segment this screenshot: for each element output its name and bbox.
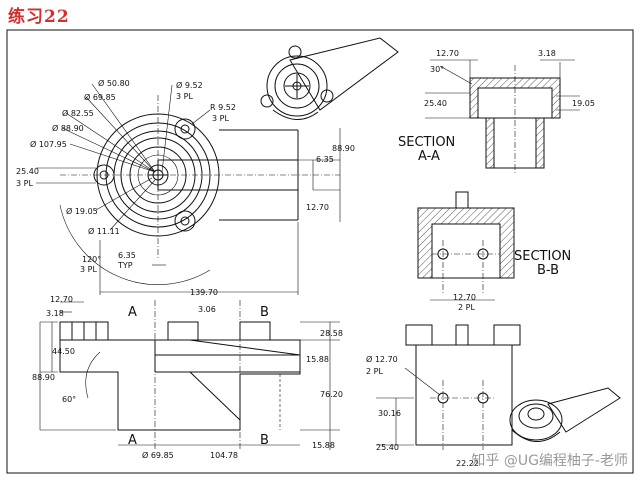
dim-r88-90: 88.90 [332, 144, 355, 153]
section-bb-label2: B-B [537, 263, 559, 278]
dim-d19-05: Ø 19.05 [66, 206, 98, 216]
cut-a-bottom: A [128, 433, 137, 448]
dim-sv-22-22: 22.22 [456, 459, 479, 468]
dim-sv-12-70-qty: 2 PL [366, 367, 383, 376]
dim-l25-40: 25.40 [16, 167, 39, 176]
side-view: Ø 12.70 2 PL 30.16 25.40 22.22 [366, 324, 521, 468]
dim-bb-12-70-qty: 2 PL [458, 303, 475, 312]
section-aa-label2: A-A [418, 149, 440, 164]
dim-fv-3-06: 3.06 [198, 305, 216, 314]
dim-d9-52-qty: 3 PL [176, 92, 193, 101]
dim-aa-19-05: 19.05 [572, 99, 595, 108]
top-view: Ø 50.80 Ø 69.85 Ø 82.55 Ø 88.90 Ø 107.95… [16, 78, 355, 297]
dim-w139-70: 139.70 [190, 288, 218, 297]
dim-sv-30-16: 30.16 [378, 409, 401, 418]
dim-sv-25-40: 25.40 [376, 443, 399, 452]
dim-aa-12-70: 12.70 [436, 49, 459, 58]
dim-fv-69-85: Ø 69.85 [142, 450, 174, 460]
dim-d107-95: Ø 107.95 [30, 139, 67, 149]
dim-fv-60: 60° [62, 395, 76, 404]
isometric-view-top [260, 37, 399, 120]
dim-fv-15-88b: 15.88 [312, 441, 335, 450]
dim-aa-25-40: 25.40 [424, 99, 447, 108]
dim-fv-3-18: 3.18 [46, 309, 64, 318]
dim-d11-11: Ø 11.11 [88, 226, 120, 236]
dim-fv-88-90: 88.90 [32, 373, 55, 382]
dim-r12-70: 12.70 [306, 203, 329, 212]
dim-fv-44-50: 44.50 [52, 347, 75, 356]
dim-angle120: 120° [82, 255, 101, 264]
dim-d9-52: Ø 9.52 [176, 80, 203, 90]
section-aa-view: 12.70 30° 3.18 25.40 19.05 SECTION A-A [398, 49, 595, 175]
section-aa-label1: SECTION [398, 135, 455, 150]
dim-l25-40-qty: 3 PL [16, 179, 33, 188]
dim-aa-30: 30° [430, 65, 444, 74]
isometric-view-bottom [509, 387, 621, 442]
section-bb-view: 12.70 2 PL SECTION B-B [417, 191, 571, 312]
dim-d82-55: Ø 82.55 [62, 108, 94, 118]
dim-fv-15-88a: 15.88 [306, 355, 329, 364]
boss-bottom [174, 210, 196, 232]
dim-d50-80: Ø 50.80 [98, 78, 130, 88]
cut-b-bottom: B [260, 433, 269, 448]
dim-fv-12-70: 12.70 [50, 295, 73, 304]
cut-b-top: B [260, 305, 269, 320]
section-bb-label1: SECTION [514, 249, 571, 264]
dim-t6-35: 6.35 [118, 251, 136, 260]
dim-d88-90: Ø 88.90 [52, 123, 84, 133]
boss-top [174, 118, 196, 140]
cut-a-top: A [128, 305, 137, 320]
dim-fv-76-20: 76.20 [320, 390, 343, 399]
dim-fv-104-78: 104.78 [210, 451, 238, 460]
front-view: A B A B 12.70 3.18 44.50 88.90 60° 3.06 … [32, 295, 343, 460]
dim-t6-35-typ: TYP [117, 261, 133, 270]
dim-r9-52-qty: 3 PL [212, 114, 229, 123]
watermark: 知乎 @UG编程柚子-老师 [471, 453, 628, 469]
dim-bb-12-70: 12.70 [453, 293, 476, 302]
dim-angle120-qty: 3 PL [80, 265, 97, 274]
sheet-border [6, 29, 634, 474]
dim-sv-12-70: Ø 12.70 [366, 354, 398, 364]
dim-fv-28-58: 28.58 [320, 329, 343, 338]
dim-r6-35: 6.35 [316, 155, 334, 164]
exercise-title: 练习22 [8, 7, 70, 27]
dim-aa-3-18: 3.18 [538, 49, 556, 58]
dim-r9-52: R 9.52 [210, 103, 236, 112]
dim-d69-85: Ø 69.85 [84, 92, 116, 102]
